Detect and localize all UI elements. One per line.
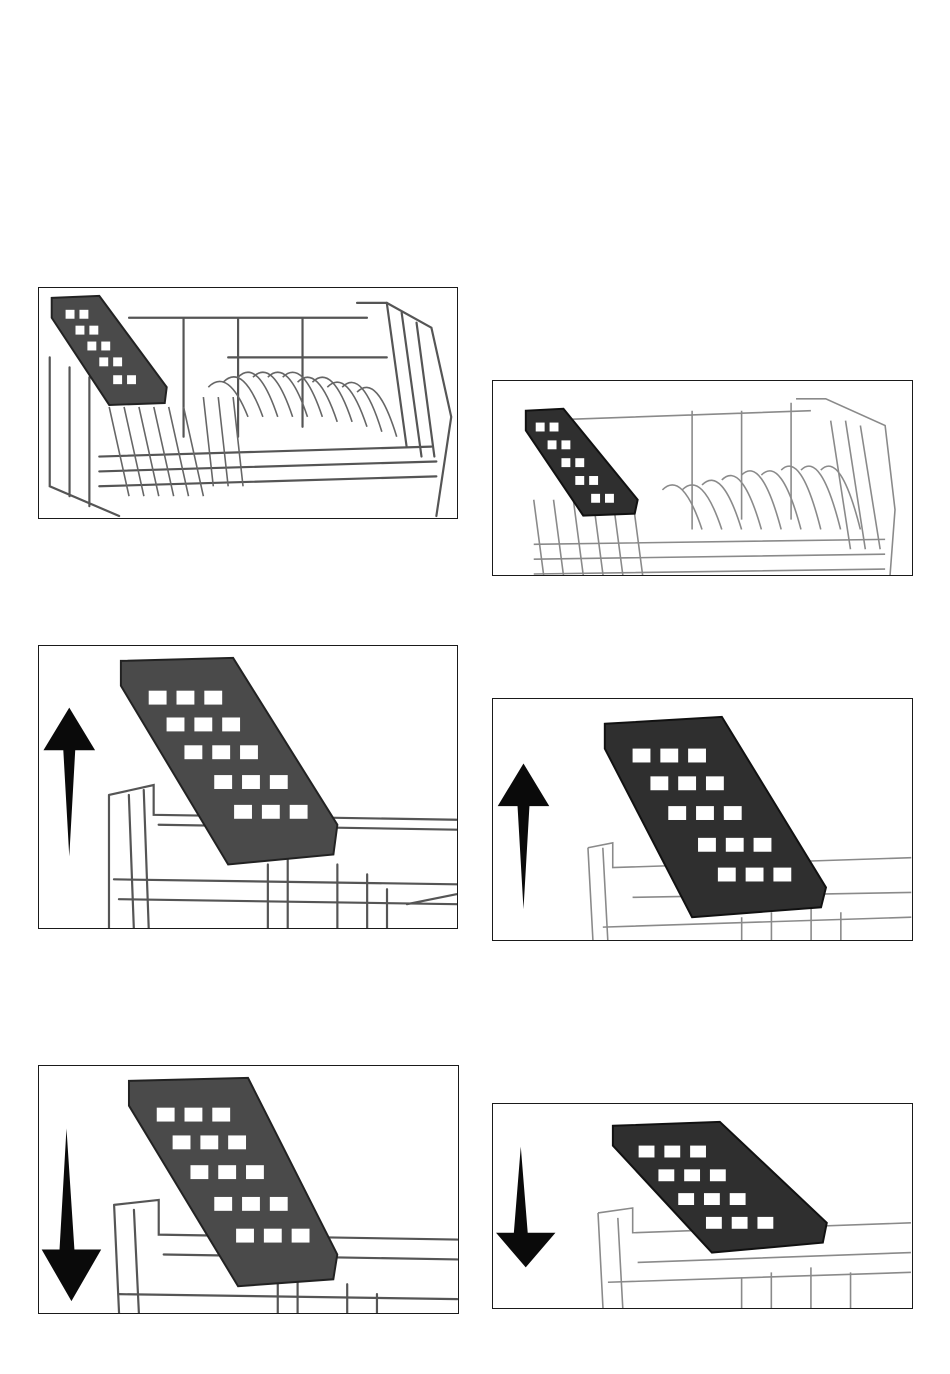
cutlery-holder: [121, 658, 337, 865]
rack-illustration: [493, 1104, 912, 1308]
figure-insert-grey-holder: [38, 1065, 459, 1314]
arrow-down-icon: [42, 1128, 102, 1301]
cutlery-holder: [605, 717, 826, 917]
rack-illustration: [493, 381, 912, 575]
rack-illustration: [493, 699, 912, 940]
arrow-up-icon: [43, 708, 95, 857]
figure-rack-black-holder: [492, 380, 913, 576]
rack-illustration: [39, 646, 457, 928]
figure-rack-grey-holder: [38, 287, 458, 519]
figure-insert-black-holder: [492, 1103, 913, 1309]
rack-illustration: [39, 1066, 458, 1313]
rack-illustration: [39, 288, 457, 518]
arrow-down-icon: [496, 1147, 555, 1268]
figure-remove-black-holder: [492, 698, 913, 941]
cutlery-holder: [129, 1078, 337, 1286]
figure-remove-grey-holder: [38, 645, 458, 929]
arrow-up-icon: [498, 763, 550, 909]
cutlery-holder: [526, 409, 638, 516]
